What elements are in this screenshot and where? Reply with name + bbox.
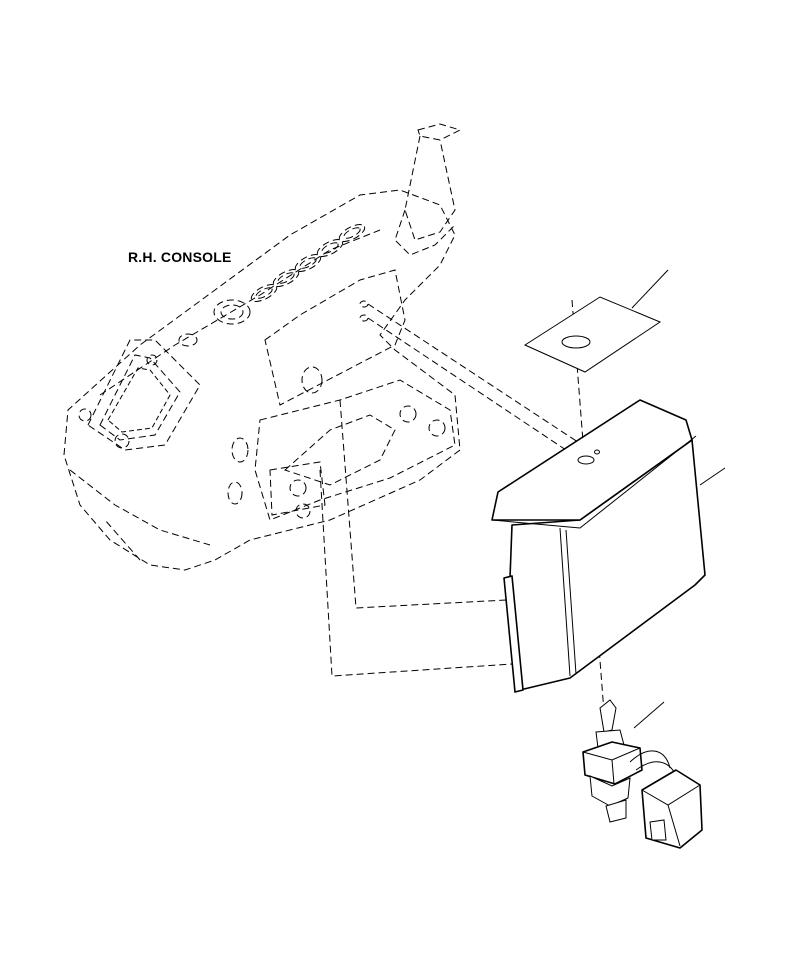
switch-cover-box: [491, 399, 726, 693]
rh-console-phantom: [63, 123, 462, 571]
decal-plate: [523, 269, 669, 373]
console-label: R.H. CONSOLE: [128, 249, 232, 265]
toggle-switch-assembly: [582, 699, 703, 849]
